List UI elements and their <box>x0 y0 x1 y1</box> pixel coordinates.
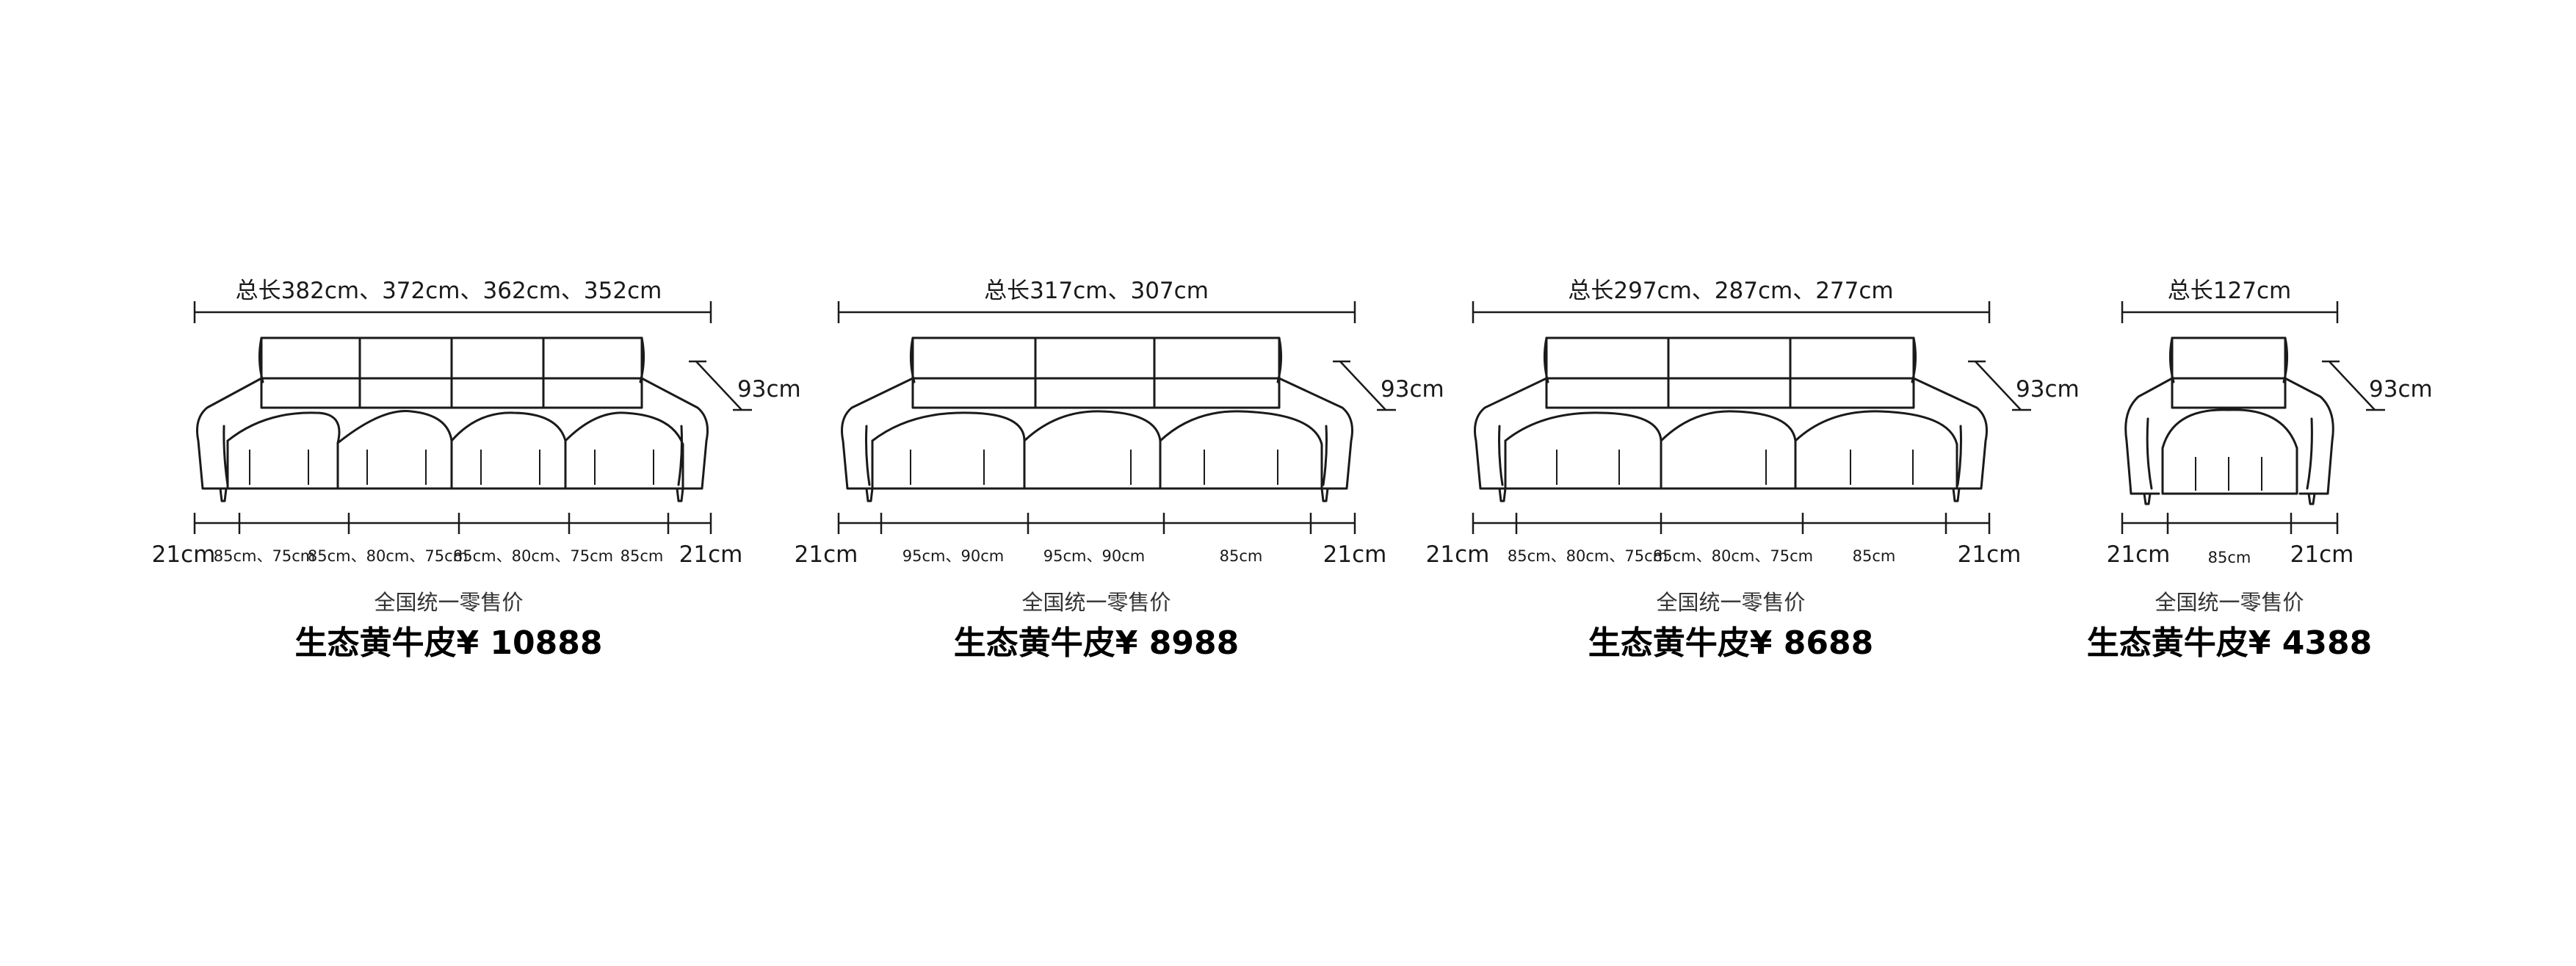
sofa-4-seat: 总长382cm、372cm、362cm、352cm <box>152 278 801 662</box>
sofa-drawing <box>2124 336 2334 505</box>
total-length-label: 总长317cm、307cm <box>984 278 1209 304</box>
seat-width-label: 85cm、80cm、75cm <box>1653 547 1813 565</box>
arm-left-label: 21cm <box>795 541 858 568</box>
width-dimension: 21cm 21cm 95cm、90cm 95cm、90cm 85cm <box>795 513 1387 568</box>
total-length-label: 总长382cm、372cm、362cm、352cm <box>236 278 662 304</box>
price-label: 生态黄牛皮¥ 10888 <box>294 624 602 662</box>
retail-price-label: 全国统一零售价 <box>2154 590 2304 615</box>
retail-price-label: 全国统一零售价 <box>1656 590 1805 615</box>
height-dimension: 93cm <box>2322 360 2433 411</box>
width-dimension: 21cm 21cm 85cm、75cm 85cm、80cm、75cm 85cm、… <box>152 513 743 568</box>
height-dimension: 93cm <box>1968 360 2080 411</box>
seat-width-label: 95cm、90cm <box>902 547 1004 565</box>
price-label: 生态黄牛皮¥ 8688 <box>1588 624 1873 662</box>
total-length-label: 总长297cm、287cm、277cm <box>1568 278 1893 304</box>
height-label: 93cm <box>737 376 801 403</box>
price-label: 生态黄牛皮¥ 8988 <box>954 624 1239 662</box>
width-dimension: 21cm 21cm 85cm、80cm、75cm 85cm、80cm、75cm … <box>1426 513 2022 568</box>
retail-price-label: 全国统一零售价 <box>1021 590 1171 615</box>
sofa-drawing <box>196 336 709 502</box>
sofa-3-seat: 总长297cm、287cm、277cm <box>1426 278 2080 662</box>
seat-width-label: 95cm、90cm <box>1043 547 1145 565</box>
arm-right-label: 21cm <box>1323 541 1387 568</box>
price-label: 生态黄牛皮¥ 4388 <box>2087 624 2372 662</box>
arm-left-label: 21cm <box>1426 541 1490 568</box>
height-label: 93cm <box>2369 376 2433 403</box>
height-label: 93cm <box>2016 376 2080 403</box>
seat-width-label: 85cm、75cm <box>214 547 315 565</box>
arm-right-label: 21cm <box>2290 541 2354 568</box>
seat-width-label: 85cm、80cm、75cm <box>1508 547 1668 565</box>
retail-price-label: 全国统一零售价 <box>374 590 523 615</box>
total-length-dimension: 总长317cm、307cm <box>837 278 1356 323</box>
arm-right-label: 21cm <box>1958 541 2022 568</box>
seat-width-label: 85cm <box>621 547 664 565</box>
total-length-dimension: 总长382cm、372cm、362cm、352cm <box>193 278 712 323</box>
sofa-drawing <box>1474 336 1988 502</box>
seat-width-label: 85cm <box>2208 549 2251 566</box>
sofa-3-seat-wide: 总长317cm、307cm 93cm <box>795 278 1444 662</box>
total-length-dimension: 总长297cm、287cm、277cm <box>1472 278 1991 323</box>
sofa-drawing <box>841 336 1353 502</box>
total-length-dimension: 总长127cm <box>2121 278 2339 323</box>
arm-left-label: 21cm <box>152 541 216 568</box>
arm-left-label: 21cm <box>2107 541 2171 568</box>
height-dimension: 93cm <box>689 360 801 411</box>
sofa-single-seat: 总长127cm 93cm <box>2087 278 2433 662</box>
seat-width-label: 85cm、80cm、75cm <box>453 547 613 565</box>
total-length-label: 总长127cm <box>2168 278 2291 304</box>
seat-width-label: 85cm、80cm、75cm <box>308 547 468 565</box>
seat-width-label: 85cm <box>1853 547 1896 565</box>
height-label: 93cm <box>1381 376 1444 403</box>
height-dimension: 93cm <box>1333 360 1444 411</box>
arm-right-label: 21cm <box>679 541 743 568</box>
width-dimension: 21cm 21cm 85cm <box>2107 513 2354 568</box>
seat-width-label: 85cm <box>1220 547 1263 565</box>
